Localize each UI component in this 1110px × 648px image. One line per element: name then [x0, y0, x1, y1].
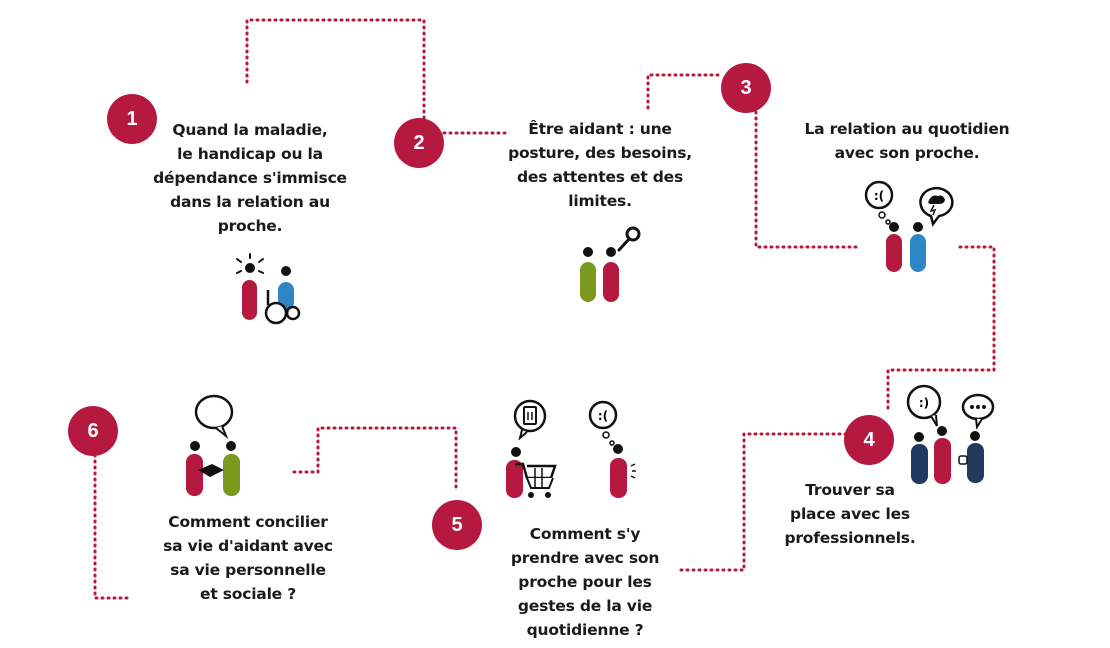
connector-2-3b: [646, 73, 724, 110]
thought-bubbles-duo-icon: :(: [864, 180, 954, 272]
step-5-text: Comment s'y prendre avec son proche pour…: [510, 525, 660, 639]
step-5-badge: 5: [432, 500, 482, 550]
shopping-cart-duo-icon: :(: [506, 399, 636, 498]
step-1-badge: 1: [107, 94, 157, 144]
connector-5-6: [290, 426, 458, 489]
connector-3-4: [754, 110, 862, 249]
step-4-badge: 4: [844, 415, 894, 465]
connector-3-4b: [886, 245, 996, 412]
person-with-wheelchair-user-icon: [236, 253, 301, 325]
step-3-text: La relation au quotidien avec son proche…: [804, 120, 1010, 162]
step-6-badge: 6: [68, 406, 118, 456]
step-2-badge: 2: [394, 118, 444, 168]
connector-1-2: [245, 18, 426, 132]
speech-bubble-duo-icon: [186, 394, 240, 496]
professionals-group-icon: :): [906, 384, 995, 484]
svg-text::(: :(: [598, 409, 608, 423]
connector-6-end: [93, 453, 132, 600]
step-6-text: Comment concilier sa vie d'aidant avec s…: [163, 513, 333, 603]
step-3-badge: 3: [721, 63, 771, 113]
dotted-connectors: [93, 18, 996, 600]
step-2-text: Être aidant : une posture, des besoins, …: [508, 120, 692, 210]
magnifying-glass-duo-icon: [580, 226, 641, 302]
svg-text::(: :(: [874, 189, 884, 203]
connector-4-5: [674, 432, 848, 572]
step-4-text: Trouver sa place avec les professionnels…: [784, 481, 916, 547]
svg-text::): :): [919, 396, 929, 410]
step-1-text: Quand la maladie, le handicap ou la dépe…: [153, 121, 347, 235]
